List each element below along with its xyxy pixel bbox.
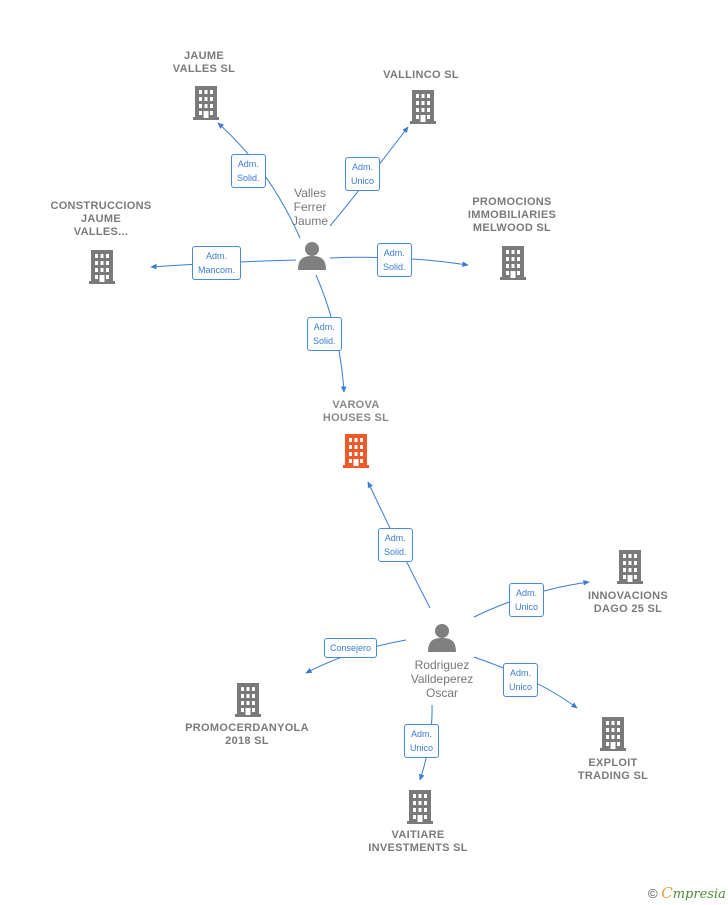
edge-label-line: Adm. (383, 248, 405, 258)
company-label-line: VAITIARE (391, 829, 445, 841)
company-label-line: JAUME (183, 50, 224, 62)
company-label-line: 2018 SL (225, 735, 269, 747)
company-label-line: DAGO 25 SL (593, 603, 663, 615)
company-label-construccions[interactable]: CONSTRUCCIONS JAUME VALLES... (46, 200, 156, 239)
company-label-line: TRADING SL (577, 770, 649, 782)
company-label-line: MELWOOD SL (472, 222, 552, 234)
edge-label-line: Mancom. (198, 265, 236, 275)
edge-label-rodriguez-varova[interactable]: Adm. Solid. (378, 528, 413, 562)
person-label-line: Valldeperez (410, 672, 474, 686)
company-label-line: VALLINCO SL (383, 69, 459, 81)
company-label-line: CONSTRUCCIONS (50, 200, 152, 212)
company-label-line: PROMOCERDANYOLA (185, 722, 309, 734)
company-label-vallinco[interactable]: VALLINCO SL (376, 69, 466, 82)
edge-label-line: Adm. (516, 588, 538, 598)
edge-label-valles-jaume-valles[interactable]: Adm. Solid. (231, 154, 266, 188)
edge-label-rodriguez-vaitiare[interactable]: Adm. Unico (404, 724, 440, 758)
building-icon-innovacions[interactable] (617, 550, 643, 584)
company-label-promocerdanyola[interactable]: PROMOCERDANYOLA 2018 SL (180, 722, 314, 748)
person-label-line: Valles (294, 186, 326, 200)
edge-label-line: Adm. (237, 159, 259, 169)
edge-label-line: Adm. (411, 729, 433, 739)
edge-label-line: Unico (515, 602, 539, 612)
edge-label-valles-vallinco[interactable]: Adm. Unico (345, 157, 381, 191)
building-icon-jaume-valles[interactable] (193, 86, 219, 120)
copyright-icon: © (648, 886, 658, 901)
company-label-jaume-valles[interactable]: JAUME VALLES SL (168, 50, 240, 76)
person-label-line: Rodriguez (414, 658, 470, 672)
edge-label-line: Consejero (330, 643, 372, 653)
edge-label-line: Solid. (313, 336, 336, 346)
building-icon-construccions[interactable] (89, 250, 115, 284)
company-label-line: PROMOCIONS (472, 196, 552, 208)
edge-label-rodriguez-innovacions[interactable]: Adm. Unico (509, 583, 545, 617)
edge-label-line: Solid. (383, 262, 406, 272)
company-label-vaitiare[interactable]: VAITIARE INVESTMENTS SL (362, 829, 474, 855)
logo-initial: C (661, 884, 673, 902)
company-label-line: VALLES... (73, 226, 129, 238)
empresia-logo[interactable]: © Cmpresia (648, 884, 726, 902)
company-label-line: HOUSES SL (322, 412, 390, 424)
person-label-rodriguez[interactable]: Rodriguez Valldeperez Oscar (402, 658, 482, 700)
edge-label-valles-varova[interactable]: Adm. Solid. (307, 317, 342, 351)
edge-label-valles-promocions[interactable]: Adm. Solid. (377, 243, 412, 277)
company-label-line: VAROVA (332, 399, 380, 411)
edge-label-line: Solid. (237, 173, 260, 183)
edge-label-line: Adm. (352, 162, 374, 172)
person-label-line: Ferrer (293, 200, 327, 214)
edge-label-line: Adm. (206, 251, 228, 261)
edge-label-valles-construccions[interactable]: Adm. Mancom. (192, 246, 242, 280)
company-label-line: VALLES SL (172, 63, 236, 75)
building-icon-vaitiare[interactable] (407, 790, 433, 824)
company-label-line: IMMOBILIARIES (467, 209, 557, 221)
company-label-exploit[interactable]: EXPLOIT TRADING SL (570, 757, 656, 783)
person-label-line: Jaume (291, 214, 329, 228)
edge-label-line: Adm. (384, 533, 406, 543)
company-label-varova[interactable]: VAROVA HOUSES SL (314, 399, 398, 425)
edge-label-line: Unico (351, 176, 375, 186)
person-icon-rodriguez[interactable] (428, 624, 456, 652)
edge-label-line: Adm. (313, 322, 335, 332)
building-icon-promocions[interactable] (500, 246, 526, 280)
person-label-line: Oscar (425, 686, 458, 700)
person-label-valles[interactable]: Valles Ferrer Jaume (280, 186, 340, 228)
edge-label-rodriguez-exploit[interactable]: Adm. Unico (503, 663, 539, 697)
company-label-line: JAUME (80, 213, 121, 225)
logo-text: mpresia (672, 887, 726, 902)
company-label-promocions[interactable]: PROMOCIONS IMMOBILIARIES MELWOOD SL (460, 196, 564, 235)
edge-label-line: Solid. (384, 547, 407, 557)
building-icon-varova[interactable] (343, 434, 369, 468)
building-icon-vallinco[interactable] (410, 90, 436, 124)
person-icon-valles[interactable] (298, 242, 326, 270)
company-label-line: INVESTMENTS SL (368, 842, 468, 854)
edge-label-rodriguez-promocerdanyola[interactable]: Consejero (324, 638, 378, 658)
building-icon-exploit[interactable] (600, 717, 626, 751)
company-label-line: EXPLOIT (588, 757, 638, 769)
building-icon-promocerdanyola[interactable] (235, 683, 261, 717)
company-label-line: INNOVACIONS (587, 590, 669, 602)
edge-label-line: Adm. (510, 668, 532, 678)
company-label-innovacions[interactable]: INNOVACIONS DAGO 25 SL (584, 590, 672, 616)
edge-label-line: Unico (509, 682, 533, 692)
edge-label-line: Unico (410, 743, 434, 753)
